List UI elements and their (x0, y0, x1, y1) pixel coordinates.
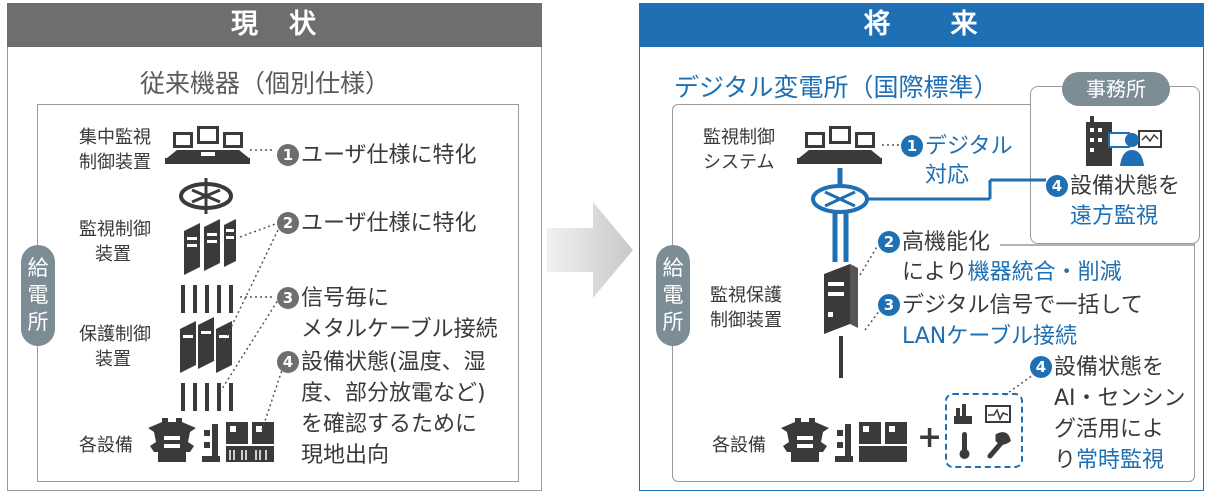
future-equipment-icon (781, 418, 907, 462)
r-badge-3: 3 (878, 294, 900, 316)
monitor-protection-label: 監視保護 制御装置 (710, 285, 782, 331)
network-hub-icon (179, 178, 233, 214)
substation-equipment-icon (148, 418, 274, 462)
equipment-label: 各設備 (79, 435, 133, 456)
office-title: 事務所 (1062, 72, 1170, 106)
server-rack-icon (184, 219, 236, 275)
sensor-icons (954, 404, 1011, 459)
current-subtitle: 従来機器（個別仕様） (140, 69, 391, 98)
office-box (1030, 86, 1200, 244)
integrated-server-icon (824, 264, 858, 334)
current-header: 現 状 (7, 3, 542, 47)
r-badge-4: 4 (1030, 356, 1052, 378)
future-substation-label: 給 電 所 (656, 245, 690, 346)
protection-control-label: 保護制御 装置 (79, 324, 151, 370)
signal-cables-icon (181, 285, 233, 313)
badge-3: 3 (277, 287, 299, 309)
r-badge-1: 1 (901, 135, 923, 157)
monitor-workstation-icon (165, 126, 250, 164)
office-badge-4: 4 (1046, 175, 1068, 197)
future-header: 将 来 (639, 3, 1204, 47)
monitor-control-system-label: 監視制御 システム (703, 127, 775, 173)
future-equipment-label: 各設備 (712, 435, 766, 456)
current-substation-label: 給 電 所 (21, 245, 55, 346)
badge-1: 1 (277, 144, 299, 166)
sensor-box (945, 393, 1023, 468)
future-subtitle: デジタル変電所（国際標準） (674, 73, 999, 102)
digital-workstation-icon (797, 126, 882, 164)
signal-cables-lower-icon (181, 383, 233, 411)
monitor-control-label: 監視制御 装置 (79, 219, 151, 265)
office-building-icon (1086, 116, 1162, 166)
badge-4: 4 (277, 351, 299, 373)
badge-2: 2 (277, 212, 299, 234)
r-badge-2: 2 (878, 231, 900, 253)
central-monitor-label: 集中監視 制御装置 (79, 127, 151, 173)
transition-arrow-icon (547, 202, 633, 298)
plus-sign: + (917, 420, 943, 455)
